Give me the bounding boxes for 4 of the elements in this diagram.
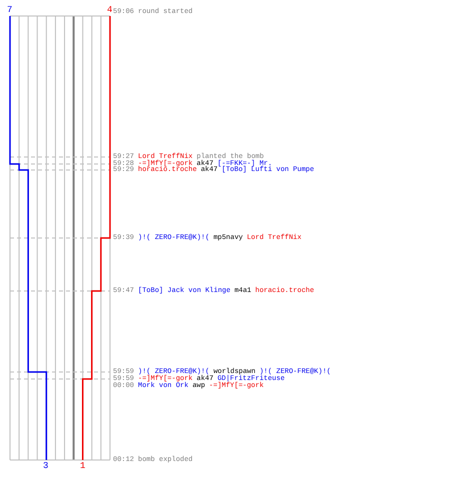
team-count: 3 — [43, 462, 48, 471]
team-count: 1 — [80, 462, 86, 471]
team-count: 7 — [7, 6, 12, 15]
team-count: 4 — [107, 6, 112, 15]
